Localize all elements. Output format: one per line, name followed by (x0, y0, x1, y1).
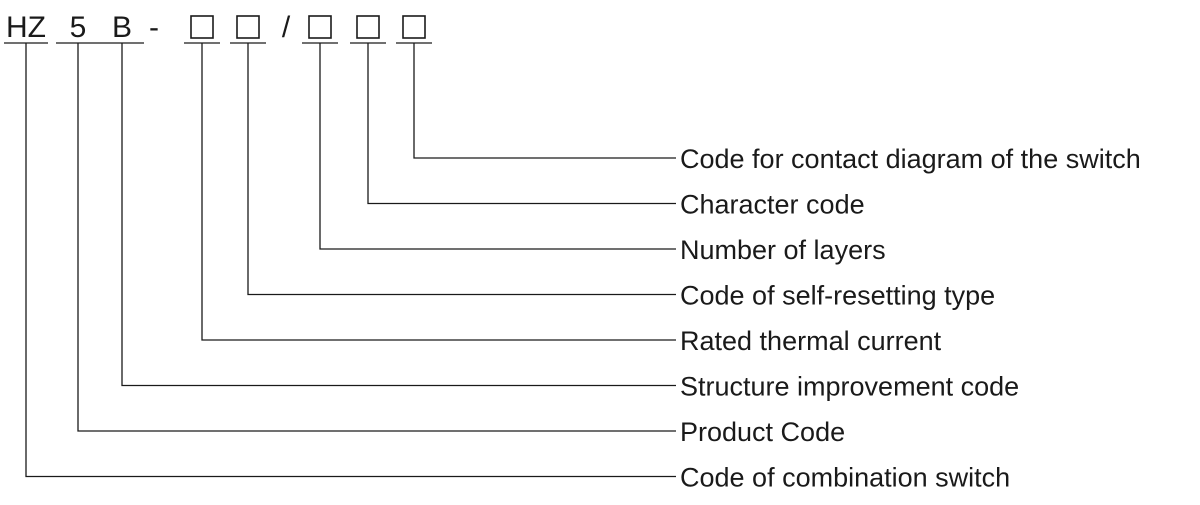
leader-line (121, 43, 676, 387)
leader-line (247, 43, 676, 296)
description-label: Code for contact diagram of the switch (680, 144, 1141, 174)
description-label: Structure improvement code (680, 372, 1019, 402)
code-placeholder-box (190, 15, 214, 39)
code-placeholder-box (308, 15, 332, 39)
description-list: Code for contact diagram of the switchCh… (680, 144, 1141, 493)
description-label: Code of combination switch (680, 463, 1010, 493)
leader-lines (25, 43, 676, 478)
code-separator: - (149, 11, 159, 44)
leader-line (77, 43, 676, 432)
code-segment: HZ (6, 11, 46, 44)
leader-line (413, 43, 676, 159)
code-separator: / (282, 11, 291, 44)
code-segment: B (112, 11, 132, 44)
description-label: Rated thermal current (680, 326, 942, 356)
code-placeholder-box (402, 15, 426, 39)
leader-line (201, 43, 676, 341)
description-label: Number of layers (680, 235, 886, 265)
code-placeholder-box (356, 15, 380, 39)
description-label: Product Code (680, 417, 845, 447)
description-label: Code of self-resetting type (680, 281, 995, 311)
code-placeholder-box (236, 15, 260, 39)
leader-line (319, 43, 676, 250)
code-segment: 5 (70, 11, 87, 44)
leader-line (25, 43, 676, 478)
description-label: Character code (680, 190, 865, 220)
leader-line (367, 43, 676, 205)
